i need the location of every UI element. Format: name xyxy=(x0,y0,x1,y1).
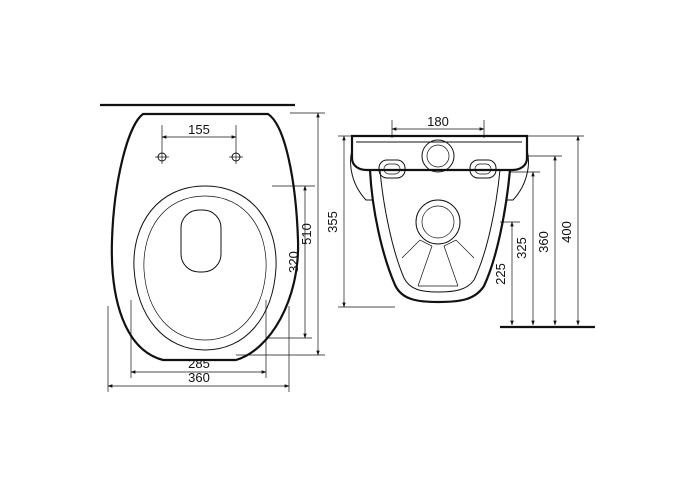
trap-channel-right xyxy=(443,239,475,287)
trap-channel-left xyxy=(401,239,433,287)
dim-label-510: 510 xyxy=(299,223,314,245)
top-view: 155 285 360 320 510 xyxy=(100,103,325,392)
bowl-opening xyxy=(180,209,222,273)
dim-label-400: 400 xyxy=(559,221,574,243)
mounting-hole-right xyxy=(229,150,243,164)
bowl-body-outline xyxy=(368,169,512,304)
fixing-slot-left-inner xyxy=(383,163,401,175)
dim-total-height: 400 xyxy=(527,135,584,326)
dim-label-320: 320 xyxy=(286,251,301,273)
mounting-hole-left xyxy=(155,150,169,164)
water-inlet-outer xyxy=(421,139,455,173)
dim-label-355: 355 xyxy=(325,211,340,233)
dim-total-length: 510 xyxy=(236,112,325,356)
bowl-inner-outline xyxy=(379,169,501,293)
dim-bowl-height: 355 xyxy=(325,135,395,308)
side-wing-right xyxy=(507,149,529,201)
dim-hole-spacing: 155 xyxy=(161,122,237,150)
dim-325: 325 xyxy=(510,171,540,326)
seat-inner-outline xyxy=(143,195,267,341)
outlet-inner xyxy=(421,205,455,239)
fixing-slot-right xyxy=(469,159,497,179)
dim-label-285: 285 xyxy=(188,356,210,371)
dim-inner-width: 285 xyxy=(130,300,267,378)
side-wing-left xyxy=(350,149,372,201)
outlet-outer xyxy=(415,199,461,245)
dim-label-180: 180 xyxy=(427,114,449,129)
fixing-slot-left xyxy=(378,159,406,179)
dim-outlet-spacing: 180 xyxy=(391,114,485,138)
dim-seat-length: 320 xyxy=(268,185,315,339)
dim-label-155: 155 xyxy=(188,122,210,137)
dim-label-225: 225 xyxy=(493,263,508,285)
water-inlet-inner xyxy=(426,144,450,168)
front-rim-outline xyxy=(350,134,529,172)
dim-label-360-height: 360 xyxy=(536,231,551,253)
dim-label-325: 325 xyxy=(514,237,529,259)
fixing-slot-right-inner xyxy=(474,163,492,175)
dim-label-360: 360 xyxy=(188,370,210,385)
front-view: 180 355 225 325 360 400 xyxy=(325,114,595,329)
dim-360: 360 xyxy=(528,155,562,326)
dim-225: 225 xyxy=(493,221,520,326)
dim-outer-width: 360 xyxy=(107,306,290,392)
bowl-outline xyxy=(110,112,300,362)
seat-outer-outline xyxy=(133,185,277,351)
